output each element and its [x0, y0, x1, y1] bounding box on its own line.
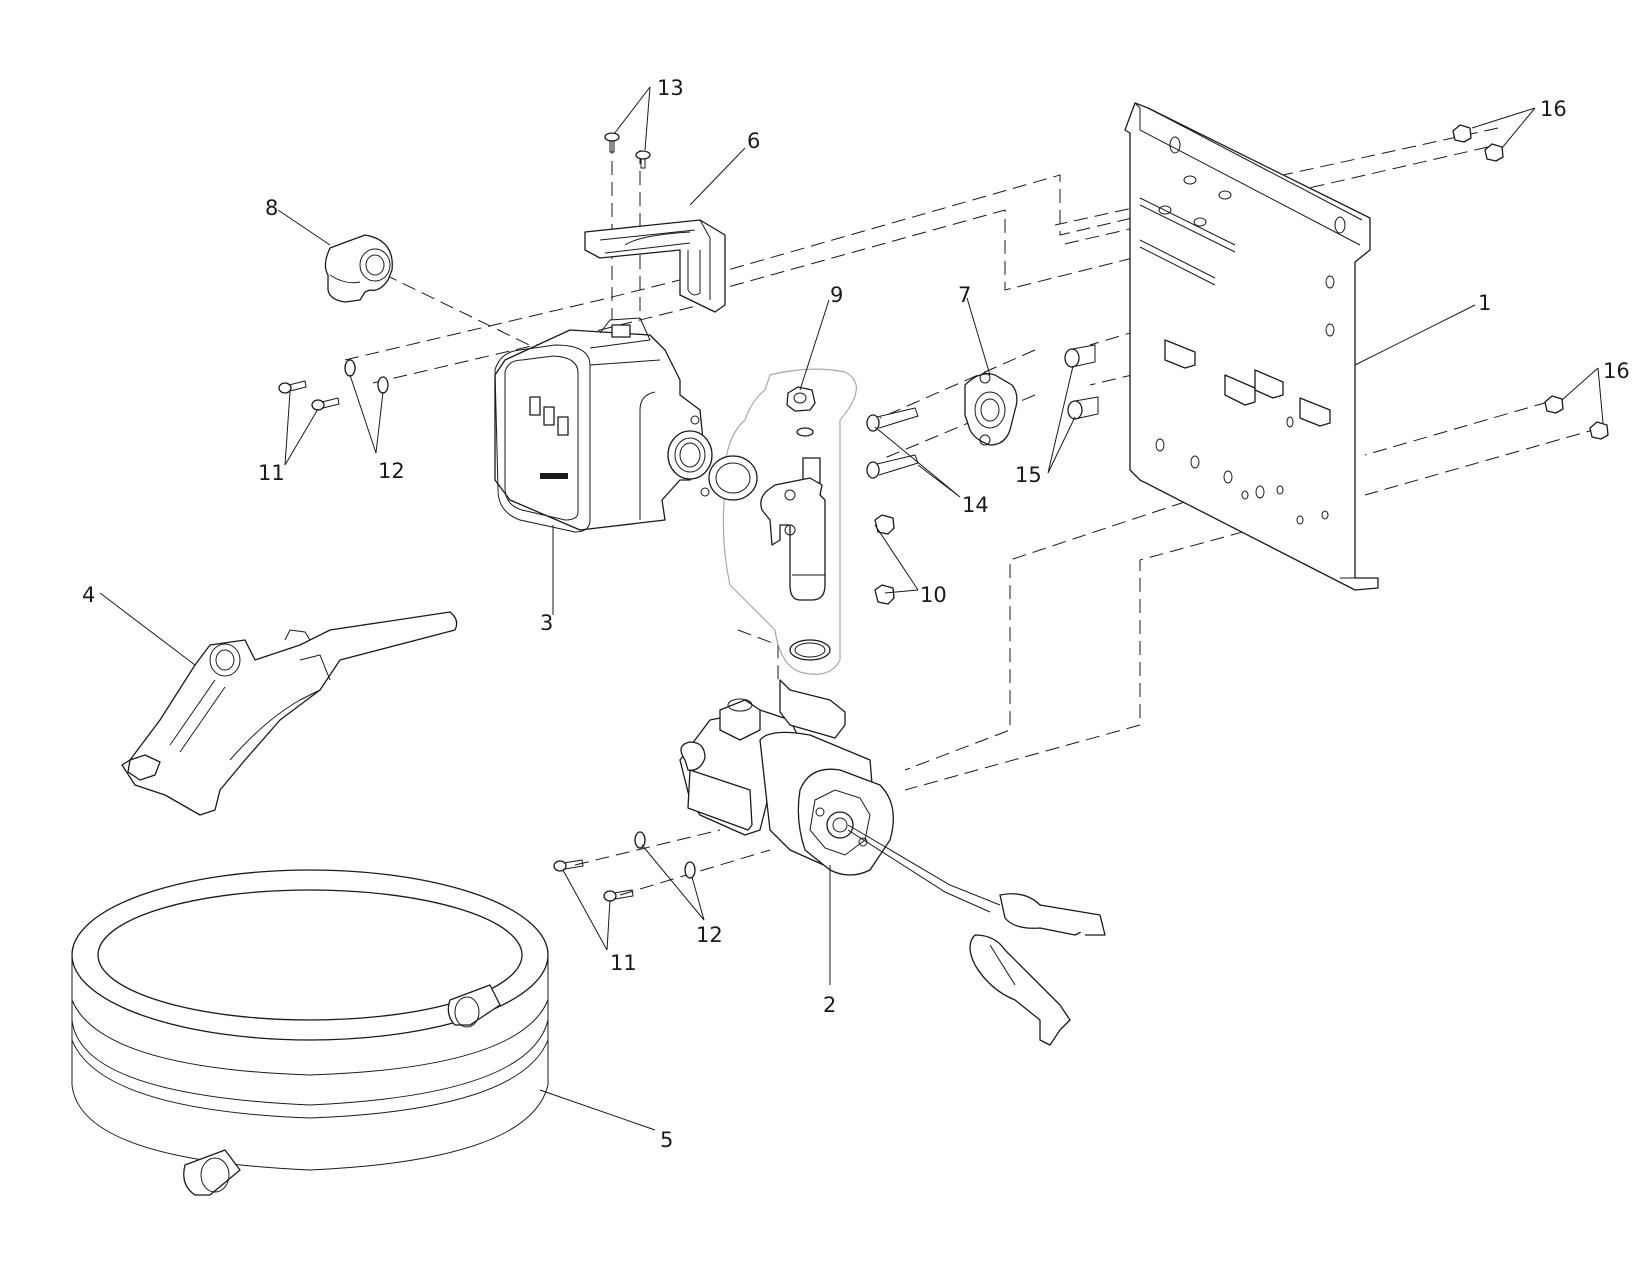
- hose-coil: [71, 869, 549, 1196]
- callout-15: 15: [1015, 463, 1042, 487]
- callout-8: 8: [265, 196, 278, 220]
- fuel-nozzle: [121, 611, 458, 816]
- callout-6: 6: [747, 129, 760, 153]
- callout-12-lower: 12: [696, 923, 723, 947]
- callout-11-upper: 11: [258, 461, 285, 485]
- callout-leaders: [99, 86, 1604, 1131]
- callout-labels: 1 2 3 4 5 6 7 8 9 10 11 11 12 12 13 14 1…: [82, 76, 1630, 1152]
- callout-4: 4: [82, 583, 95, 607]
- nuts-16: [1452, 124, 1609, 440]
- callout-5: 5: [660, 1128, 673, 1152]
- screws-washers-lower: [553, 831, 696, 902]
- callout-11-lower: 11: [610, 951, 637, 975]
- callout-2: 2: [823, 993, 836, 1017]
- elbow-fitting: [324, 234, 393, 303]
- flange-7: [964, 372, 1018, 446]
- bolts-10: [874, 514, 895, 605]
- meter-bracket: [584, 219, 726, 313]
- callout-16-upper: 16: [1540, 97, 1567, 121]
- callout-13: 13: [657, 76, 684, 100]
- callout-9: 9: [830, 283, 843, 307]
- callout-7: 7: [958, 283, 971, 307]
- mounting-plate: [1124, 102, 1379, 591]
- screws-washers-upper: [278, 359, 389, 411]
- callout-14: 14: [962, 493, 989, 517]
- spacers-15: [1064, 344, 1099, 420]
- callout-16-lower: 16: [1603, 359, 1630, 383]
- callout-10: 10: [920, 583, 947, 607]
- screws-13: [604, 132, 651, 169]
- callout-1: 1: [1478, 291, 1491, 315]
- bolts-14: [866, 407, 919, 479]
- pump-motor: [679, 679, 1001, 913]
- flow-meter: [494, 317, 713, 533]
- callout-12-upper: 12: [378, 459, 405, 483]
- battery-clamps: [969, 893, 1106, 1046]
- callout-3: 3: [540, 611, 553, 635]
- suction-fitting-assembly: [708, 368, 857, 675]
